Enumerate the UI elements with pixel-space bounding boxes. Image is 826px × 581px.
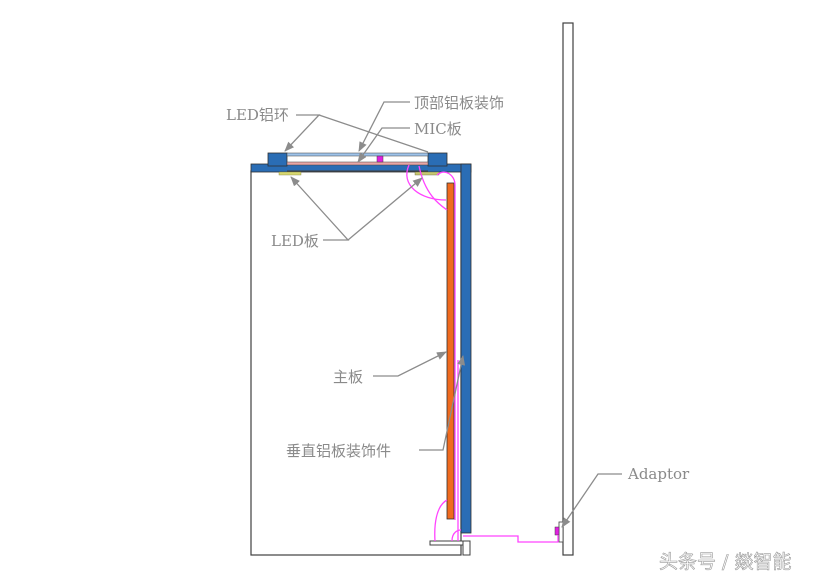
cable-to-adaptor [463,535,559,543]
led-ring-left [267,152,288,167]
wall [562,22,574,556]
vertical-aluminum-trim [460,163,472,534]
cable-main-bottom [434,499,448,542]
top-aluminum-trim [286,152,429,157]
label-vertical-trim: 垂直铝板装饰件 [286,442,391,460]
label-led-board: LED板 [271,232,319,250]
bottom-bracket-foot [462,540,471,556]
label-mic-board: MIC板 [414,120,462,138]
led-board-left [278,171,302,176]
leader-adaptor [561,473,622,528]
label-adaptor: Adaptor [627,465,690,483]
label-led-ring: LED铝环 [226,106,289,124]
leader-top-trim [358,101,410,152]
cable-led-loop [406,164,447,201]
leader-vertical-trim [419,355,466,451]
label-main-board: 主板 [333,368,363,386]
main-board [446,182,455,520]
leader-led-ring-2 [318,114,429,153]
leader-mic-board [357,127,410,163]
leader-led-board-right [347,177,423,241]
led-board-right [414,171,440,176]
adaptor-chip [554,526,560,536]
cable-vertical [451,360,462,542]
label-top-trim: 顶部铝板装饰 [414,94,504,112]
watermark: 头条号 / 燚智能 [659,551,791,573]
mic-board [286,161,429,166]
leader-led-ring [284,114,321,152]
leader-main-board [373,351,447,377]
cable-top-to-main [418,165,456,520]
mic-chip [376,155,384,163]
device-body [250,170,462,556]
adaptor-plate [558,521,564,543]
led-ring-right [427,152,448,167]
bottom-bracket [429,540,464,546]
